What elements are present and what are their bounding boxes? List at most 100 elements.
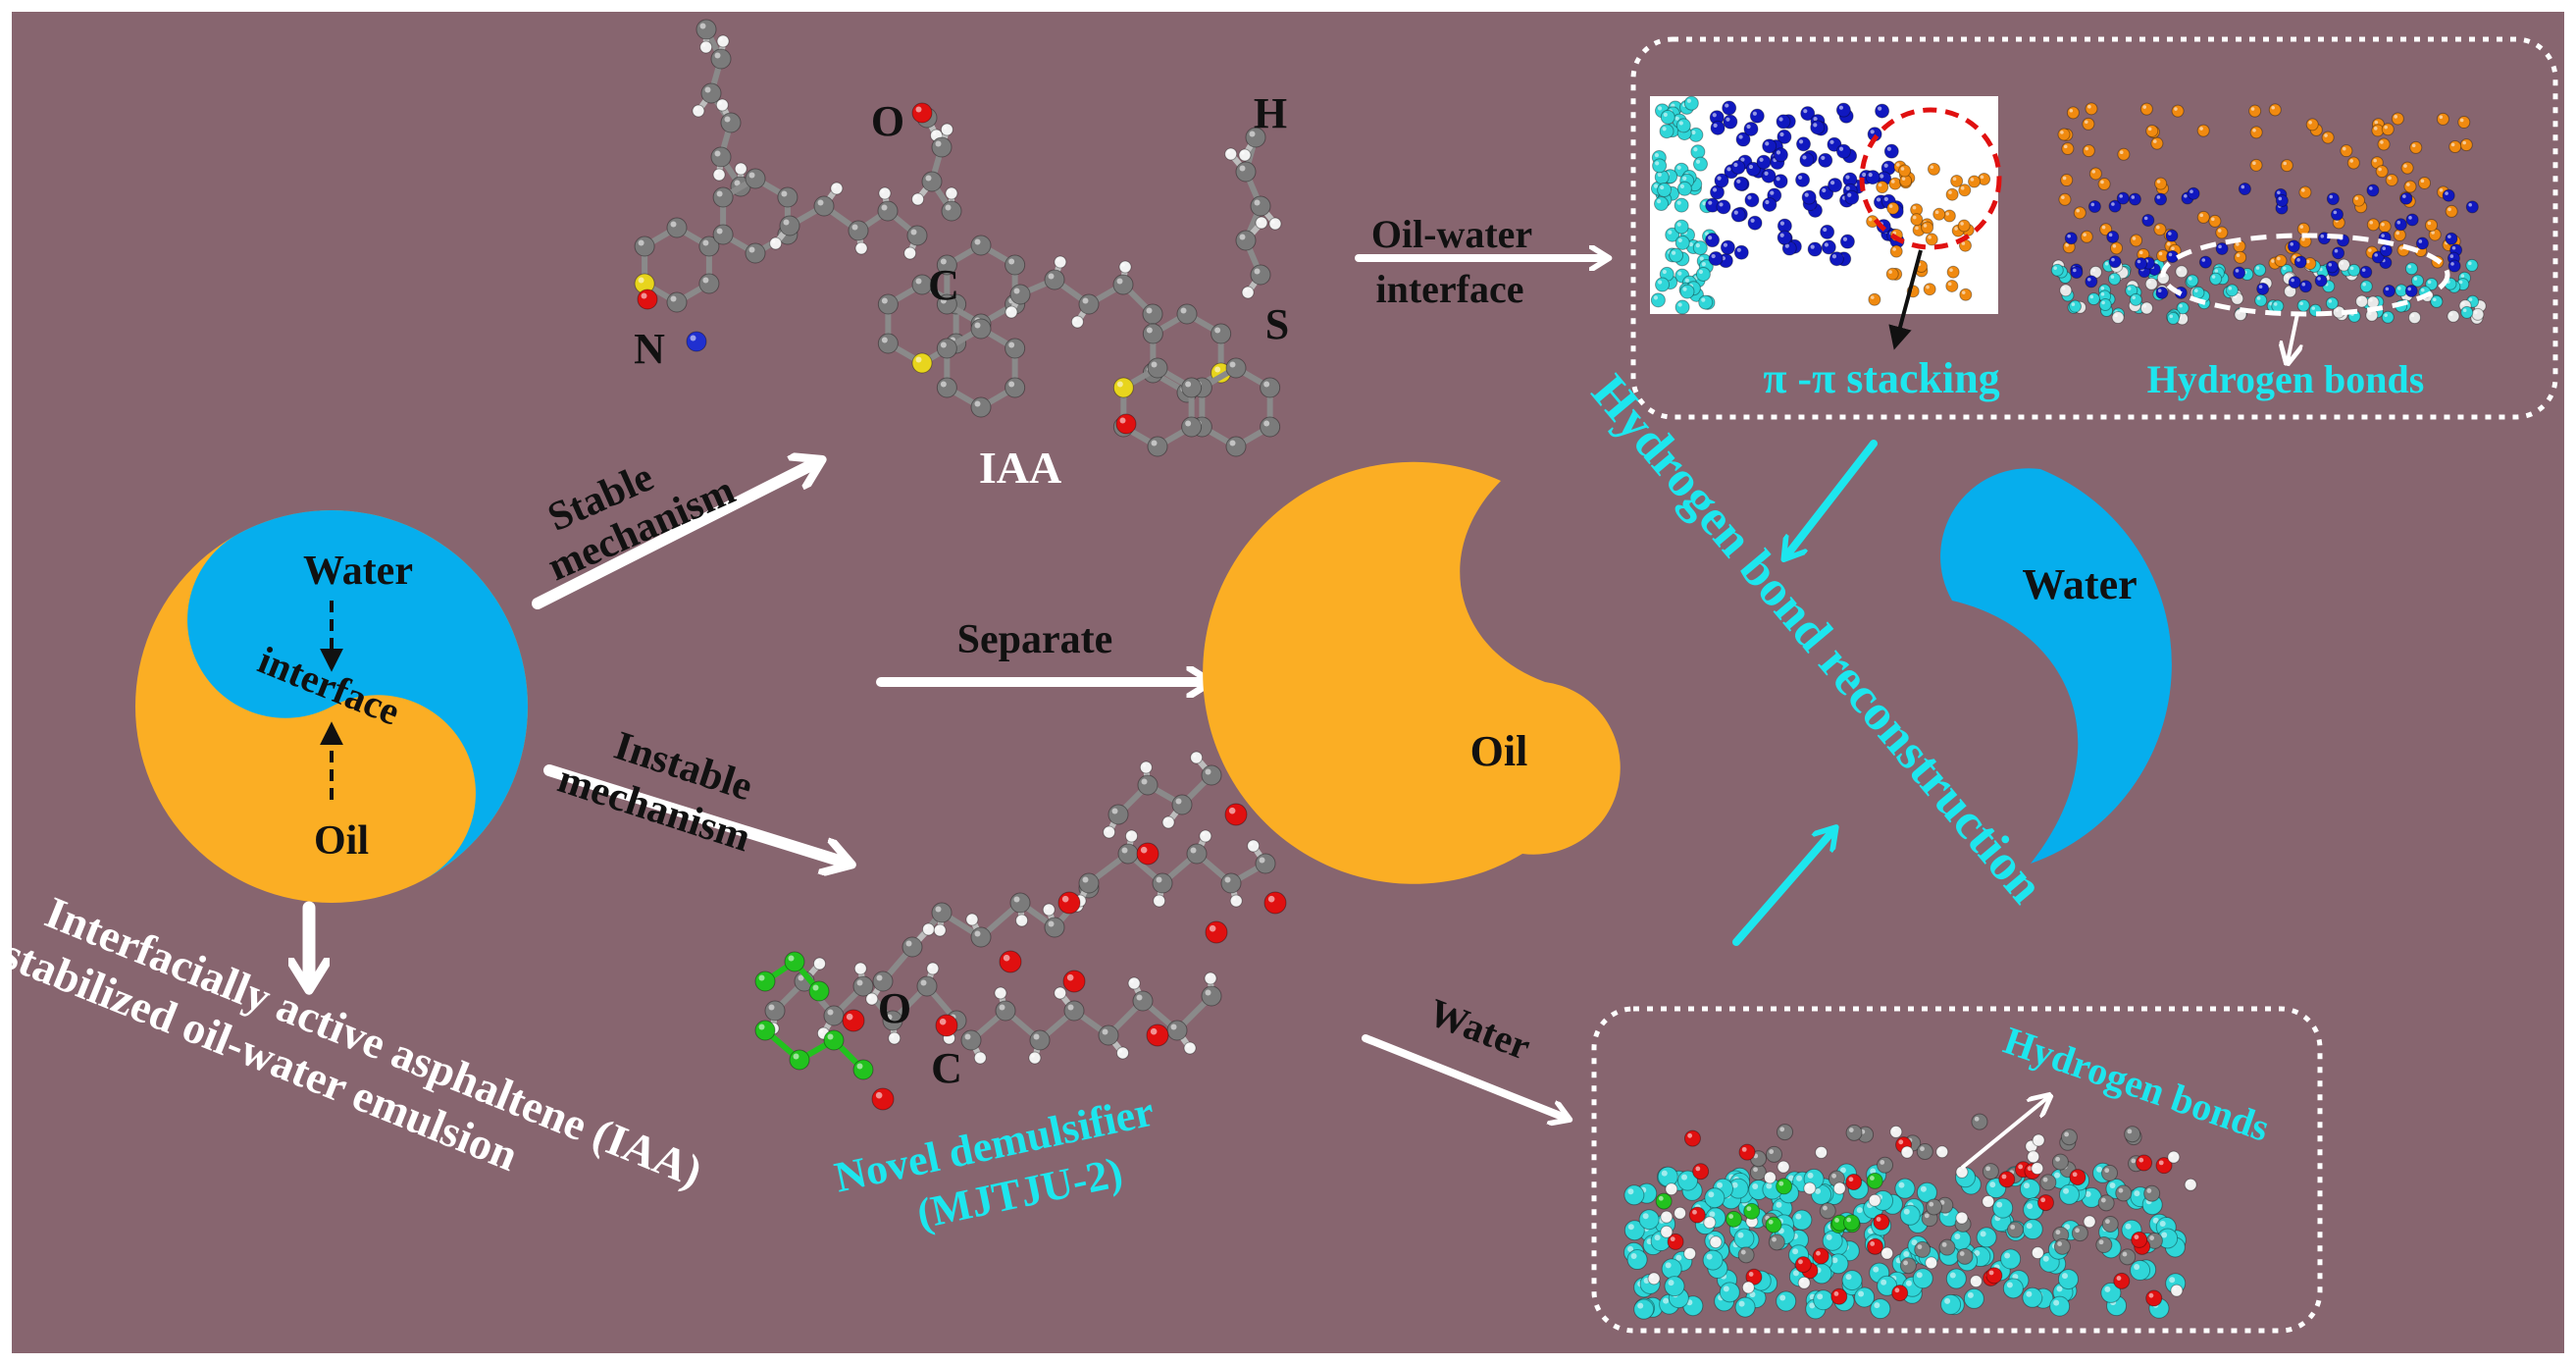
atom: [2253, 263, 2267, 277]
atom-highlight: [2042, 1177, 2048, 1182]
atom-highlight: [1915, 226, 1919, 231]
atom-highlight: [1121, 263, 1125, 267]
atom-highlight: [1241, 151, 1245, 155]
atom-highlight: [1961, 241, 1966, 245]
atom: [1146, 1024, 1169, 1047]
atom-highlight: [2301, 188, 2305, 192]
atom-highlight: [2065, 242, 2069, 247]
atom-highlight: [1695, 243, 1700, 248]
atom-highlight: [2142, 304, 2147, 308]
atom-highlight: [2271, 105, 2275, 110]
atom: [1710, 120, 1726, 135]
atom-highlight: [1658, 280, 1663, 285]
atom-highlight: [2381, 234, 2385, 237]
atom-highlight: [940, 381, 947, 388]
atom-highlight: [974, 930, 981, 937]
atom: [1009, 892, 1031, 914]
atom-highlight: [716, 190, 723, 197]
atom: [2116, 191, 2130, 205]
atom: [1725, 1210, 1742, 1228]
atom-highlight: [2285, 274, 2290, 279]
atom: [1054, 986, 1067, 1000]
atom: [2293, 255, 2307, 269]
atom-highlight: [638, 277, 644, 284]
atom-highlight: [2108, 233, 2113, 237]
atom: [1730, 159, 1746, 175]
atom-highlight: [1695, 1166, 1701, 1172]
atom: [2305, 118, 2319, 131]
atom-highlight: [1862, 172, 1867, 178]
atom: [1898, 164, 1912, 178]
atom: [2053, 1237, 2071, 1255]
atom-highlight: [2084, 120, 2088, 125]
atom: [1765, 1216, 1782, 1234]
atom-highlight: [1779, 1294, 1786, 1301]
atom: [877, 333, 899, 354]
yinyang-water-label: Water: [303, 549, 413, 594]
atom-highlight: [1748, 164, 1754, 170]
atom-highlight: [1916, 1272, 1923, 1279]
atom-highlight: [935, 140, 942, 147]
atom-highlight: [1870, 130, 1875, 134]
atom: [1812, 1247, 1829, 1265]
atom-highlight: [1848, 1128, 1854, 1132]
atom: [1940, 1293, 1962, 1315]
atom-highlight: [1835, 1184, 1839, 1188]
atom: [2039, 1174, 2057, 1191]
atom: [1705, 233, 1721, 248]
atom: [716, 34, 730, 48]
atom: [2060, 1129, 2078, 1146]
atom: [2465, 258, 2479, 272]
atom: [720, 112, 742, 133]
atom-highlight: [1929, 1201, 1934, 1207]
atom-highlight: [1974, 1116, 1980, 1122]
atom-highlight: [2029, 1152, 2034, 1157]
atom-highlight: [2445, 191, 2448, 195]
atom-highlight: [1903, 1208, 1910, 1215]
atom-highlight: [1708, 200, 1713, 205]
atom-highlight: [1870, 295, 1875, 299]
atom-highlight: [1121, 847, 1128, 854]
atom-highlight: [1770, 190, 1775, 195]
atom: [1776, 114, 1791, 130]
atom-highlight: [1695, 159, 1701, 164]
atom-highlight: [2431, 231, 2435, 235]
atom: [2274, 254, 2288, 268]
atom: [1708, 251, 1724, 267]
atom-highlight: [2396, 220, 2401, 225]
atom: [1813, 1289, 1834, 1311]
atom: [936, 377, 957, 398]
atom-highlight: [2026, 1290, 2033, 1297]
atom-highlight: [1796, 1175, 1803, 1181]
atom: [1650, 292, 1666, 308]
atom-highlight: [1239, 165, 1246, 172]
atom: [2209, 272, 2223, 286]
atom: [926, 962, 940, 975]
atom-highlight: [2158, 1160, 2164, 1166]
atom-highlight: [974, 322, 981, 329]
atom-highlight: [2450, 262, 2454, 266]
atom-highlight: [1880, 1160, 1885, 1165]
atom: [2000, 1248, 2022, 1270]
atom-highlight: [2142, 105, 2147, 109]
atom: [945, 186, 958, 200]
atom-highlight: [924, 925, 929, 929]
atom: [1241, 286, 1255, 299]
atom-highlight: [1691, 130, 1696, 135]
separated-water-label: Water: [2022, 560, 2137, 608]
atom-highlight: [2158, 251, 2163, 256]
emulsion-yinyang: [135, 510, 528, 903]
atom-highlight: [1228, 807, 1236, 814]
iaa-atom-s: S: [1265, 300, 1289, 348]
atom: [1803, 1181, 1817, 1195]
atom: [1945, 279, 1959, 292]
atom: [1916, 1142, 1933, 1160]
atom-highlight: [1787, 1175, 1794, 1181]
atom-highlight: [1067, 1004, 1074, 1011]
atom-highlight: [2125, 1223, 2132, 1230]
atom-highlight: [2157, 289, 2162, 293]
atom-highlight: [2004, 1252, 2011, 1259]
atom-highlight: [1229, 440, 1236, 446]
atom: [911, 102, 933, 124]
